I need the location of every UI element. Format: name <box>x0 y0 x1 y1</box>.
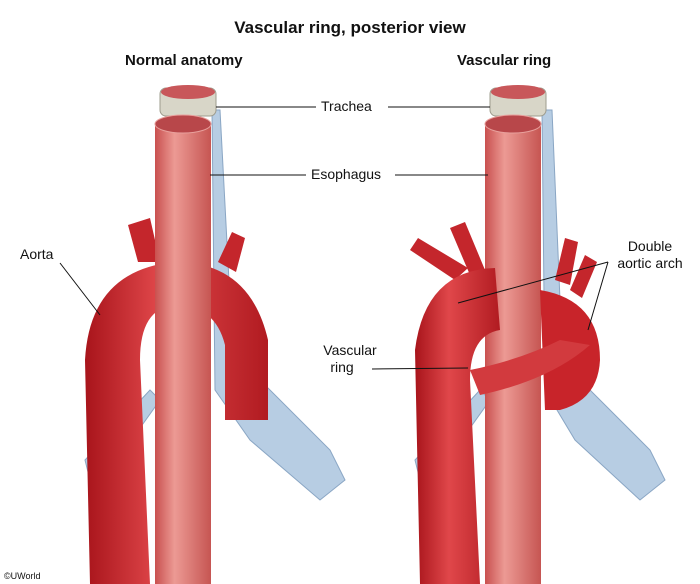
label-vascular-ring-line1: Vascular <box>323 342 377 358</box>
label-double-arch-line1: Double <box>627 238 673 254</box>
label-double-arch-line2: aortic arch <box>617 255 683 271</box>
label-vascular-ring: Vascular ring <box>322 342 378 376</box>
label-vascular-ring-line2: ring <box>330 359 354 375</box>
right-aorta-branches <box>410 222 597 298</box>
panel-title-ring: Vascular ring <box>457 52 552 69</box>
label-trachea: Trachea <box>321 98 372 114</box>
label-double-aortic-arch: Double aortic arch <box>612 238 688 272</box>
panel-title-normal: Normal anatomy <box>125 52 243 69</box>
left-esophagus <box>154 114 212 584</box>
figure-title: Vascular ring, posterior view <box>234 18 466 37</box>
right-esophagus <box>484 114 542 584</box>
leader-lines <box>59 106 609 370</box>
copyright: ©UWorld <box>4 571 41 581</box>
double-aortic-arch <box>415 268 600 584</box>
left-aorta <box>85 218 268 584</box>
label-esophagus: Esophagus <box>311 166 382 182</box>
label-aorta: Aorta <box>20 246 54 262</box>
